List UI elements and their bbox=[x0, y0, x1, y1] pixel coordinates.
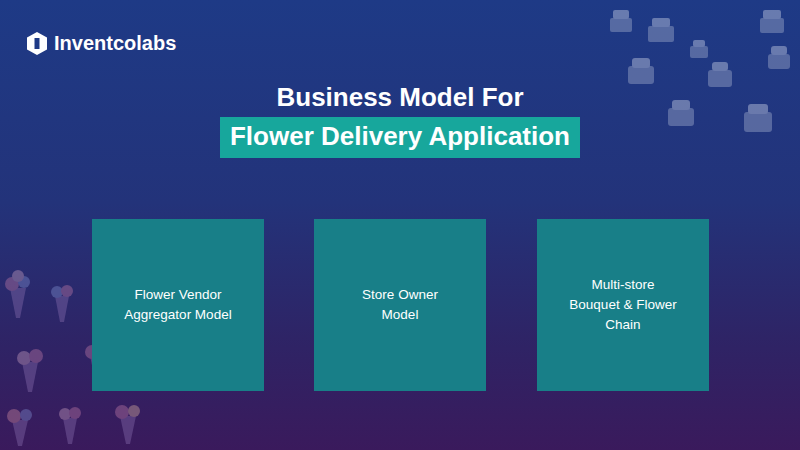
box-text: Multi-store Bouquet & Flower Chain bbox=[567, 275, 679, 335]
process-box: Store Owner Model bbox=[314, 219, 486, 391]
process-box: Multi-store Bouquet & Flower Chain bbox=[537, 219, 709, 391]
process-box: Flower Vendor Aggregator Model bbox=[92, 219, 264, 391]
cake-illustrations bbox=[610, 10, 790, 132]
logo-icon bbox=[27, 32, 47, 55]
box-text: Store Owner Model bbox=[344, 285, 456, 325]
highlight-title: Flower Delivery Application bbox=[220, 117, 580, 158]
highlight-wrap: Flower Delivery Application bbox=[0, 117, 800, 158]
title: Business Model For bbox=[0, 82, 800, 113]
logo-text: Inventcolabs bbox=[54, 32, 176, 55]
box-text: Flower Vendor Aggregator Model bbox=[122, 285, 234, 325]
